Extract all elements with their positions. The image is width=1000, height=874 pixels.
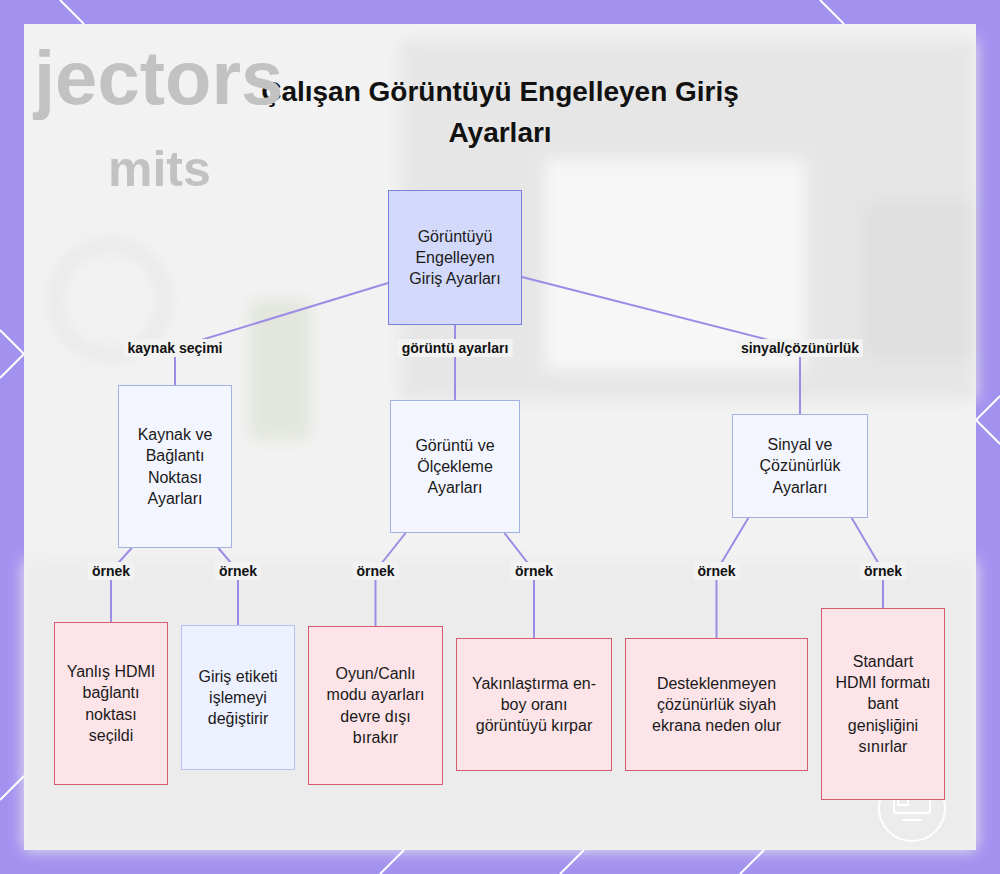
example-box: Yakınlaştırma en-boy oranı görüntüyü kır… bbox=[456, 638, 612, 771]
watermark-text: jectors bbox=[34, 34, 283, 121]
node-text: Kaynak ve Bağlantı Noktası Ayarları bbox=[128, 424, 222, 508]
connector bbox=[111, 548, 132, 622]
connector bbox=[504, 533, 534, 638]
node-text: Görüntü ve Ölçekleme Ayarları bbox=[400, 435, 510, 498]
edge-label: görüntü ayarları bbox=[398, 339, 513, 357]
edge-label: örnek bbox=[352, 562, 398, 580]
node-text: Görüntüyü Engelleyen Giriş Ayarları bbox=[398, 226, 512, 289]
category-box: Görüntü ve Ölçekleme Ayarları bbox=[390, 400, 520, 533]
edge-label: sinyal/çözünürlük bbox=[737, 339, 863, 357]
example-box: Standart HDMI formatı bant genişliğini s… bbox=[821, 608, 945, 800]
node-text: Yanlış HDMI bağlantı noktası seçildi bbox=[64, 661, 158, 745]
connector bbox=[175, 283, 388, 385]
edge-label: örnek bbox=[511, 562, 557, 580]
node-text: Desteklenmeyen çözünürlük siyah ekrana n… bbox=[635, 673, 798, 736]
node-text: Standart HDMI formatı bant genişliğini s… bbox=[831, 651, 935, 757]
example-box: Oyun/Canlı modu ayarları devre dışı bıra… bbox=[308, 626, 443, 785]
connector bbox=[454, 325, 456, 400]
node-text: Giriş etiketi işlemeyi değiştirir bbox=[191, 666, 285, 729]
edge-label: örnek bbox=[693, 562, 739, 580]
blurred-photo bbox=[24, 40, 976, 850]
diagram-title: Çalışan Görüntüyü Engelleyen Giriş Ayarl… bbox=[210, 72, 790, 153]
category-box: Sinyal ve Çözünürlük Ayarları bbox=[732, 414, 868, 518]
edge-label: örnek bbox=[88, 562, 134, 580]
example-box: Giriş etiketi işlemeyi değiştirir bbox=[181, 625, 295, 770]
root-box: Görüntüyü Engelleyen Giriş Ayarları bbox=[388, 190, 522, 325]
edge-label: kaynak seçimi bbox=[124, 339, 227, 357]
node-text: Yakınlaştırma en-boy oranı görüntüyü kır… bbox=[466, 673, 602, 736]
node-text: Oyun/Canlı modu ayarları devre dışı bıra… bbox=[318, 663, 433, 747]
panel bbox=[24, 24, 976, 850]
node-text: Sinyal ve Çözünürlük Ayarları bbox=[742, 434, 858, 497]
watermark-text: mits bbox=[108, 140, 211, 198]
edge-label: örnek bbox=[215, 562, 261, 580]
connector bbox=[218, 548, 238, 625]
example-box: Desteklenmeyen çözünürlük siyah ekrana n… bbox=[625, 638, 808, 771]
example-box: Yanlış HDMI bağlantı noktası seçildi bbox=[54, 622, 168, 785]
edge-label: örnek bbox=[860, 562, 906, 580]
category-box: Kaynak ve Bağlantı Noktası Ayarları bbox=[118, 385, 232, 548]
